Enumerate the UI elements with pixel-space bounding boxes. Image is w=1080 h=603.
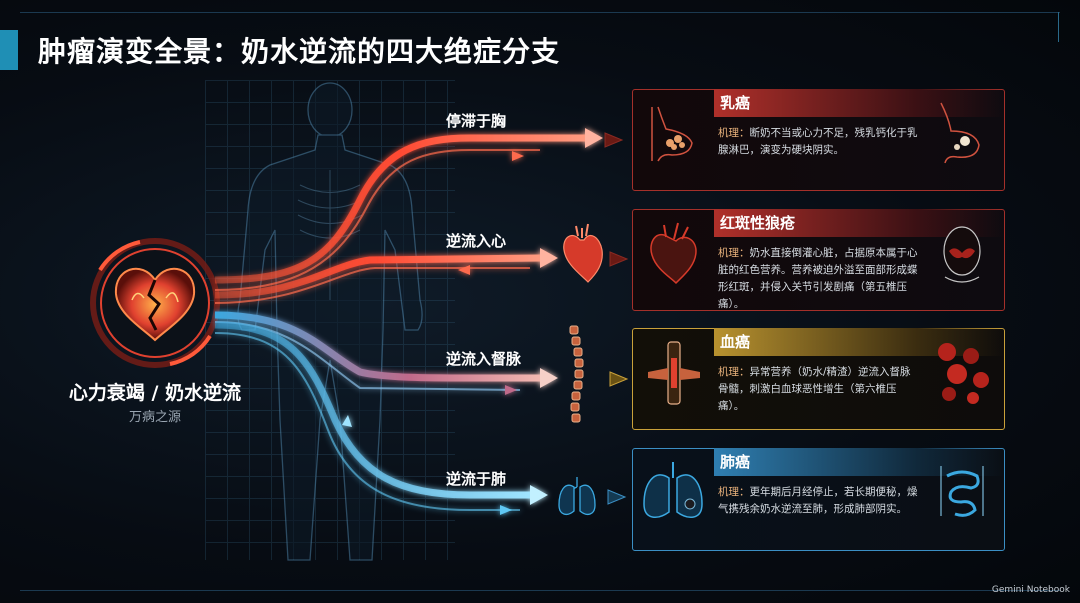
lungs-icon <box>558 477 596 516</box>
card-title: 血癌 <box>714 328 1005 356</box>
source-sublabel: 万病之源 <box>128 410 181 425</box>
title-accent-bar <box>0 30 18 70</box>
card-desc: 机理：更年期后月经停止，若长期便秘，燥气携残余奶水逆流至肺，形成肺部阴实。 <box>718 484 918 518</box>
card-arrows <box>604 132 629 505</box>
desc-text: 更年期后月经停止，若长期便秘，燥气携残余奶水逆流至肺，形成肺部阴实。 <box>718 486 918 515</box>
card-breast-cancer: 乳癌 机理：断奶不当或心力不足，残乳钙化于乳腺淋巴，演变为硬块阴实。 <box>632 89 1005 191</box>
lungs-anatomy-icon <box>638 458 708 528</box>
face-rash-icon <box>927 217 997 287</box>
breast-lumps-icon <box>927 97 997 167</box>
card-title: 乳癌 <box>714 89 1005 117</box>
card-title: 红斑性狼疮 <box>714 209 1005 237</box>
heart-anatomy-icon <box>638 219 708 289</box>
desc-label: 机理： <box>718 247 750 259</box>
desc-text: 异常营养（奶水/精渣）逆流入督脉骨髓，刺激白血球恶性增生（第六椎压痛）。 <box>718 366 911 412</box>
source-label: 心力衰竭 / 奶水逆流 <box>68 382 242 404</box>
desc-text: 奶水直接倒灌心脏，占据原本属于心脏的红色营养。营养被迫外溢至面部形成蝶形红斑，并… <box>718 247 918 310</box>
spine-marrow-icon <box>638 338 708 408</box>
card-lupus: 红斑性狼疮 机理：奶水直接倒灌心脏，占据原本属于心脏的红色营养。营养被迫外溢至面… <box>632 209 1005 311</box>
card-desc: 机理：异常营养（奶水/精渣）逆流入督脉骨髓，刺激白血球恶性增生（第六椎压痛）。 <box>718 364 918 415</box>
route-label-breast: 停滞于胸 <box>446 112 507 130</box>
flow-to-lungs <box>214 321 548 515</box>
card-desc: 机理：断奶不当或心力不足，残乳钙化于乳腺淋巴，演变为硬块阴实。 <box>718 125 918 159</box>
card-desc: 机理：奶水直接倒灌心脏，占据原本属于心脏的红色营养。营养被迫外溢至面部形成蝶形红… <box>718 245 918 313</box>
card-leukemia: 血癌 机理：异常营养（奶水/精渣）逆流入督脉骨髓，刺激白血球恶性增生（第六椎压痛… <box>632 328 1005 430</box>
human-silhouette <box>237 82 423 561</box>
page-title: 肿瘤演变全景：奶水逆流的四大绝症分支 <box>38 35 561 68</box>
card-lung-cancer: 肺癌 机理：更年期后月经停止，若长期便秘，燥气携残余奶水逆流至肺，形成肺部阴实。 <box>632 448 1005 551</box>
breast-cross-section-icon <box>638 99 708 169</box>
frame-corner-line <box>1058 12 1059 42</box>
route-label-spine: 逆流入督脉 <box>446 350 522 368</box>
desc-text: 断奶不当或心力不足，残乳钙化于乳腺淋巴，演变为硬块阴实。 <box>718 127 918 156</box>
frame-top-line <box>20 12 1060 13</box>
blood-cells-icon <box>927 336 997 406</box>
footer-brand: Gemini Notebook <box>991 585 1070 595</box>
frame-bottom-line <box>20 590 1060 591</box>
flow-to-heart <box>214 248 558 304</box>
spine-icon <box>569 325 584 423</box>
broken-heart-icon <box>92 240 218 366</box>
desc-label: 机理： <box>718 127 750 139</box>
desc-label: 机理： <box>718 486 750 498</box>
intestines-icon <box>927 456 997 526</box>
desc-label: 机理： <box>718 366 750 378</box>
flow-to-breast <box>214 128 603 291</box>
ribcage-lines <box>297 170 363 300</box>
route-label-heart: 逆流入心 <box>446 232 507 250</box>
heart-icon <box>563 223 603 283</box>
route-label-lungs: 逆流于肺 <box>446 470 507 488</box>
